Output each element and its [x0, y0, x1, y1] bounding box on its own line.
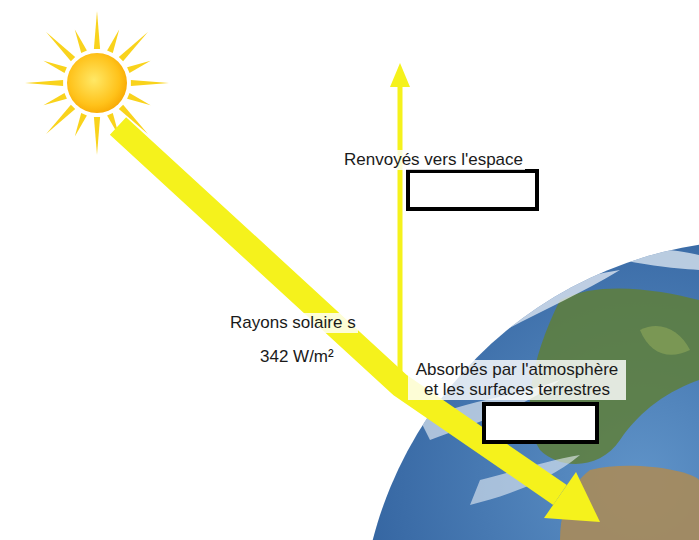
- caption-absorbed: Absorbés par l'atmosphère et les surface…: [408, 360, 626, 400]
- sun-ray: [25, 80, 63, 86]
- sun-ray: [43, 61, 67, 73]
- sun-ray: [119, 32, 148, 61]
- answer-box: [408, 171, 537, 209]
- sun-ray: [46, 105, 75, 134]
- sun-ray: [107, 29, 119, 53]
- sun-ray: [75, 29, 87, 53]
- sun-ray: [75, 113, 87, 137]
- earth-ocean: [360, 240, 699, 540]
- cloud-swirl: [600, 249, 699, 270]
- caption-incoming: Rayons solaire s: [228, 313, 358, 333]
- arrow-head: [544, 472, 600, 522]
- sun-ray: [94, 11, 100, 49]
- answer-box: [484, 404, 597, 442]
- sun-ray: [46, 32, 75, 61]
- sun-ray: [127, 93, 151, 105]
- flux-value: 342 W/m²: [258, 347, 336, 367]
- sun-rays: [25, 11, 169, 155]
- reflected-ray-arrow: [390, 63, 410, 378]
- sun-ray: [94, 117, 100, 155]
- sun-ray: [131, 80, 169, 86]
- arrow-head: [390, 63, 410, 87]
- reflected-ray: [398, 84, 403, 378]
- earth-globe: [360, 240, 699, 540]
- sun-disc: [67, 53, 127, 113]
- sun-ray: [43, 93, 67, 105]
- land-patch: [640, 326, 690, 355]
- sun-ray: [127, 61, 151, 73]
- sun: [25, 11, 169, 155]
- caption-reflected: Renvoyés vers l'espace: [342, 150, 525, 170]
- solar-ray-arrow: [118, 126, 600, 522]
- cloud-swirl: [450, 270, 620, 350]
